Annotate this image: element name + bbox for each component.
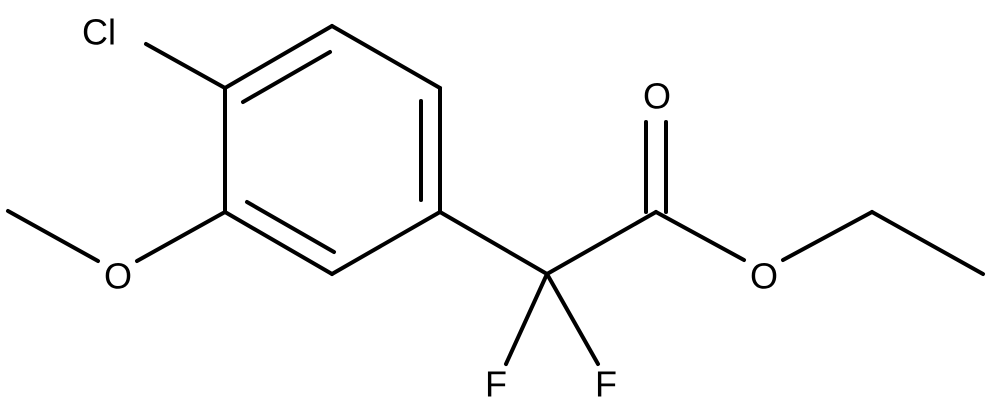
bond-ring-to-cf2	[438, 210, 549, 276]
ring-bond-c1-c2	[223, 24, 334, 90]
bond-ch2-to-ch3	[870, 210, 985, 276]
bond-cf2-to-fluorine-right	[545, 272, 600, 366]
bond-cf2-to-fluorine-left	[504, 272, 549, 366]
bond-cf2-to-carbonyl-carbon	[545, 210, 658, 276]
benzene-ring	[223, 24, 442, 276]
atom-label-fluorine-left: F	[485, 364, 507, 405]
bond-ring-to-chlorine	[144, 42, 227, 90]
atom-label-carbonyl-oxygen: O	[643, 76, 671, 117]
ring-double-bond-inner-3	[245, 200, 336, 254]
atom-label-ester-oxygen: O	[750, 256, 778, 297]
ring-bond-c4-c5	[330, 210, 442, 276]
ring-double-bond-inner-1	[241, 50, 332, 104]
atom-label-methoxy-oxygen: O	[104, 256, 132, 297]
ring-bond-c2-c3	[330, 24, 442, 90]
atom-label-chlorine: Cl	[82, 12, 116, 53]
bond-methoxy-oxygen-to-methyl	[6, 209, 100, 263]
atom-label-fluorine-right: F	[595, 364, 617, 405]
bond-ester-oxygen-to-ch2	[781, 210, 874, 262]
ring-bond-c5-c6	[223, 210, 334, 276]
bond-carbonyl-to-ester-oxygen	[654, 210, 746, 262]
bond-ring-to-methoxy-oxygen	[135, 210, 227, 263]
